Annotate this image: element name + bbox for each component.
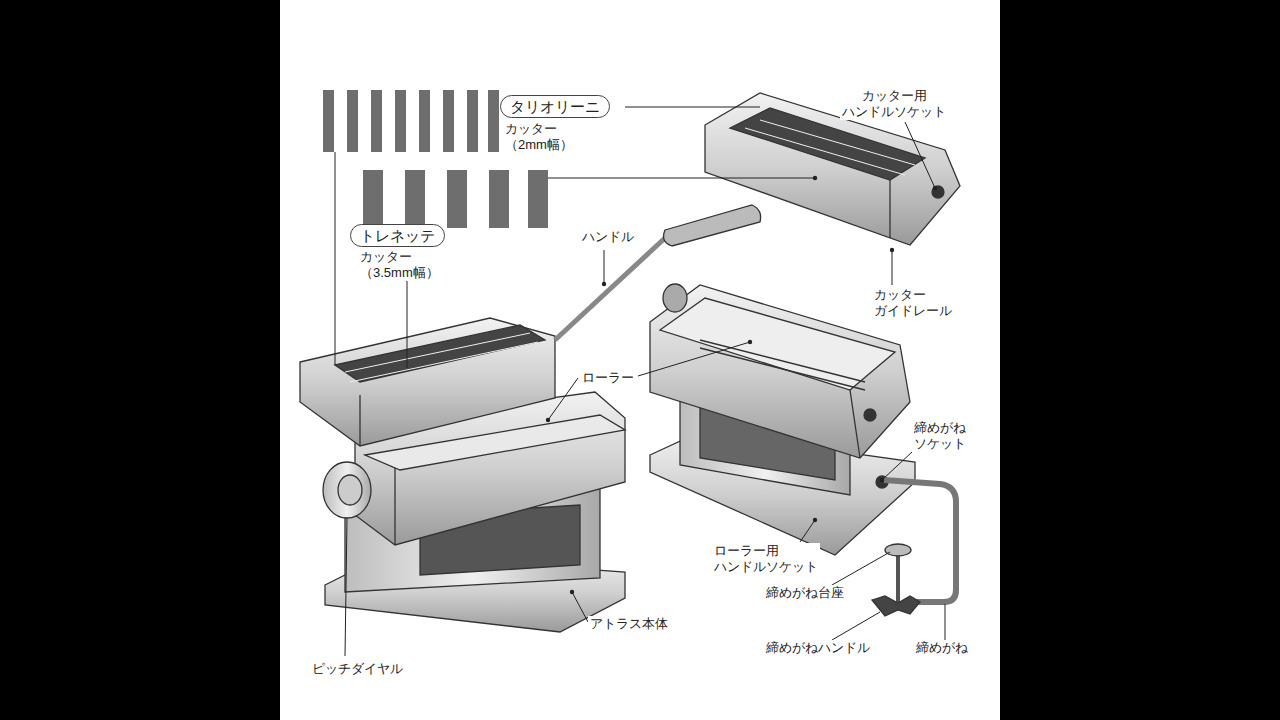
tag-text: タリオリーニ xyxy=(510,98,600,115)
part-label: 締めがね xyxy=(914,640,970,656)
part-label: ローラー xyxy=(580,370,636,386)
part-label: ローラー用 ハンドルソケット xyxy=(712,543,820,575)
leader-lines xyxy=(335,107,945,656)
part-label: カッター ガイドレール xyxy=(872,287,954,319)
atlas-machine-right xyxy=(650,284,956,616)
part-label: カッター用 ハンドルソケット xyxy=(840,88,948,120)
name-tag: タリオリーニ xyxy=(500,95,610,118)
part-label: アトラス本体 xyxy=(588,616,670,632)
part-label: ハンドル xyxy=(580,229,636,245)
part-label: 締めがねハンドル xyxy=(764,640,872,656)
part-label: ピッチダイヤル xyxy=(310,661,405,677)
name-tag: トレネッテ xyxy=(350,224,445,247)
leader-dots xyxy=(546,176,937,594)
part-label: カッター（3.5mm幅） xyxy=(358,249,441,281)
part-label: 締めがね台座 xyxy=(764,585,846,601)
tag-text: トレネッテ xyxy=(360,227,435,244)
part-label: カッター（2mm幅） xyxy=(503,121,575,153)
part-label: 締めがね ソケット xyxy=(912,420,968,452)
